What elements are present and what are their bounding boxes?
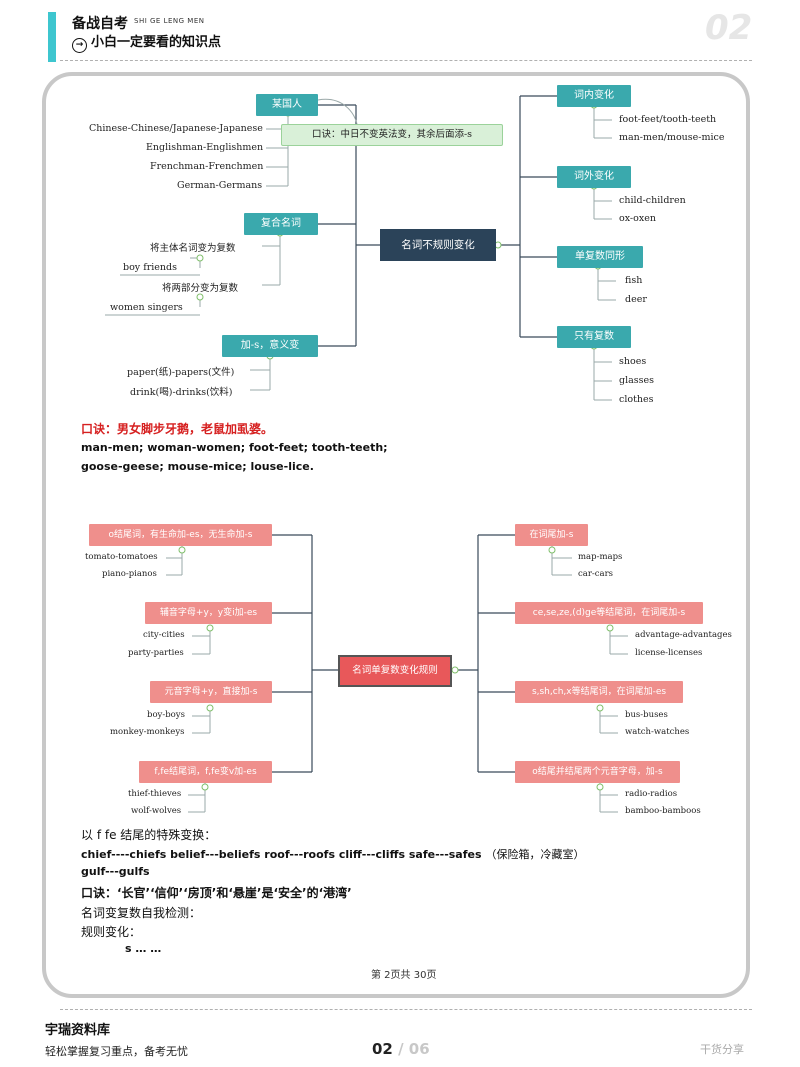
leaf-item: car-cars bbox=[578, 569, 614, 579]
header-tagline: 小白一定要看的知识点 bbox=[91, 35, 222, 50]
section-f-fe-line2: gulf---gulfs bbox=[81, 865, 150, 878]
arrow-right-icon: → bbox=[72, 38, 87, 53]
leaf-item: women singers bbox=[110, 302, 183, 313]
mnemonic1-prefix: 口诀： bbox=[81, 422, 118, 436]
leaf-item: deer bbox=[625, 294, 647, 305]
header-page-badge: 02 bbox=[705, 8, 753, 48]
footer-slogan: 轻松掌握复习重点，备考无忧 bbox=[45, 1045, 188, 1058]
leaf-item: map-maps bbox=[578, 552, 623, 562]
f-fe-examples: chief----chiefs belief---beliefs roof---… bbox=[81, 848, 482, 861]
leaf-item: piano-pianos bbox=[102, 569, 157, 579]
footer-page-current: 02 bbox=[372, 1040, 393, 1058]
leaf-item: 将主体名词变为复数 bbox=[150, 243, 236, 254]
f-fe-note: （保险箱，冷藏室） bbox=[485, 848, 585, 861]
rule-add-s: 在词尾加-s bbox=[515, 524, 588, 546]
leaf-item: bus-buses bbox=[625, 710, 668, 720]
callout-mnemonic: 口诀：中日不变英法变，其余后面添-s bbox=[281, 124, 503, 146]
leaf-item: wolf-wolves bbox=[131, 806, 182, 816]
rule-double-vowel-o: o结尾并结尾两个元音字母，加-s bbox=[515, 761, 680, 783]
leaf-item: tomato-tomatoes bbox=[85, 552, 158, 562]
leaf-item: license-licenses bbox=[635, 648, 703, 658]
leaf-item: radio-radios bbox=[625, 789, 678, 799]
leaf-item: thief-thieves bbox=[128, 789, 182, 799]
header-subtitle: SHI GE LENG MEN bbox=[134, 17, 205, 25]
leaf-item: boy-boys bbox=[147, 710, 185, 720]
rule-consonant-y: 辅音字母+y，y变i加-es bbox=[145, 602, 272, 624]
branch-meaning-change: 加-s，意义变 bbox=[222, 335, 318, 357]
branch-nationality: 某国人 bbox=[256, 94, 318, 116]
footer-pagination: 02 / 06 bbox=[372, 1040, 430, 1058]
leaf-item: shoes bbox=[619, 356, 647, 367]
section-regular: 规则变化： bbox=[81, 925, 142, 939]
footer-divider bbox=[60, 1009, 752, 1010]
rule-o-ending: o结尾词，有生命加-es，无生命加-s bbox=[89, 524, 272, 546]
leaf-item: city-cities bbox=[143, 630, 185, 640]
mnemonic1-line: 口诀：男女脚步牙鹅，老鼠加虱婆。 bbox=[81, 420, 273, 437]
header-tagline-row: → 小白一定要看的知识点 bbox=[72, 31, 221, 53]
branch-internal-change: 词内变化 bbox=[557, 85, 631, 107]
branch-external-change: 词外变化 bbox=[557, 166, 631, 188]
leaf-item: drink(喝)-drinks(饮料) bbox=[130, 387, 233, 398]
branch-same-form: 单复数同形 bbox=[557, 246, 643, 268]
branch-plural-only: 只有复数 bbox=[557, 326, 631, 348]
leaf-item: paper(纸)-papers(文件) bbox=[127, 367, 235, 378]
mnemonic1-examples-1: man-men; woman-women; foot-feet; tooth-t… bbox=[81, 441, 388, 454]
leaf-item: Englishman-Englishmen bbox=[146, 142, 264, 153]
mindmap1-center: 名词不规则变化 bbox=[380, 229, 496, 261]
header-divider bbox=[60, 60, 752, 61]
rule-ce-se-ze-ge: ce,se,ze,(d)ge等结尾词，在词尾加-s bbox=[515, 602, 703, 624]
leaf-item: boy friends bbox=[123, 262, 177, 273]
leaf-item: ox-oxen bbox=[619, 213, 656, 224]
leaf-item: child-children bbox=[619, 195, 686, 206]
footer-brand: 宇瑞资料库 bbox=[45, 1023, 111, 1038]
leaf-item: 将两部分变为复数 bbox=[162, 283, 239, 294]
leaf-item: glasses bbox=[619, 375, 655, 386]
leaf-item: clothes bbox=[619, 394, 654, 405]
section-s-line: s … … bbox=[125, 942, 162, 955]
leaf-item: Chinese-Chinese/Japanese-Japanese bbox=[89, 123, 263, 134]
section-f-fe-line1: chief----chiefs belief---beliefs roof---… bbox=[81, 846, 585, 862]
section-mnemonic2: 口诀：‘长官’‘信仰’‘房顶’和‘悬崖’是‘安全’的‘港湾’ bbox=[81, 886, 352, 900]
section-selftest: 名词变复数自我检测： bbox=[81, 906, 202, 920]
rule-vowel-y: 元音字母+y，直接加-s bbox=[150, 681, 272, 703]
leaf-item: monkey-monkeys bbox=[110, 727, 185, 737]
leaf-item: advantage-advantages bbox=[635, 630, 732, 640]
leaf-item: fish bbox=[625, 275, 643, 286]
leaf-item: man-men/mouse-mice bbox=[619, 132, 725, 143]
rule-f-fe-ending: f,fe结尾词，f,fe变v加-es bbox=[139, 761, 272, 783]
header-accent-bar bbox=[48, 12, 56, 62]
branch-compound-noun: 复合名词 bbox=[244, 213, 318, 235]
mnemonic1-text: 男女脚步牙鹅，老鼠加虱婆。 bbox=[117, 422, 274, 436]
mnemonic1-examples-2: goose-geese; mouse-mice; louse-lice. bbox=[81, 460, 314, 473]
mindmap2-center: 名词单复数变化规则 bbox=[338, 655, 452, 687]
footer-tag: 干货分享 bbox=[700, 1043, 744, 1056]
section-f-fe-intro: 以 f fe 结尾的特殊变换： bbox=[81, 828, 217, 842]
leaf-item: bamboo-bamboos bbox=[625, 806, 701, 816]
leaf-item: Frenchman-Frenchmen bbox=[150, 161, 264, 172]
leaf-item: watch-watches bbox=[625, 727, 690, 737]
page-label: 第 2页共 30页 bbox=[371, 970, 437, 981]
header-title: 备战自考 bbox=[72, 16, 128, 32]
leaf-item: party-parties bbox=[128, 648, 184, 658]
leaf-item: German-Germans bbox=[177, 180, 263, 191]
footer-page-total: / 06 bbox=[398, 1040, 430, 1058]
leaf-item: foot-feet/tooth-teeth bbox=[619, 114, 717, 125]
rule-s-sh-ch-x: s,sh,ch,x等结尾词，在词尾加-es bbox=[515, 681, 683, 703]
